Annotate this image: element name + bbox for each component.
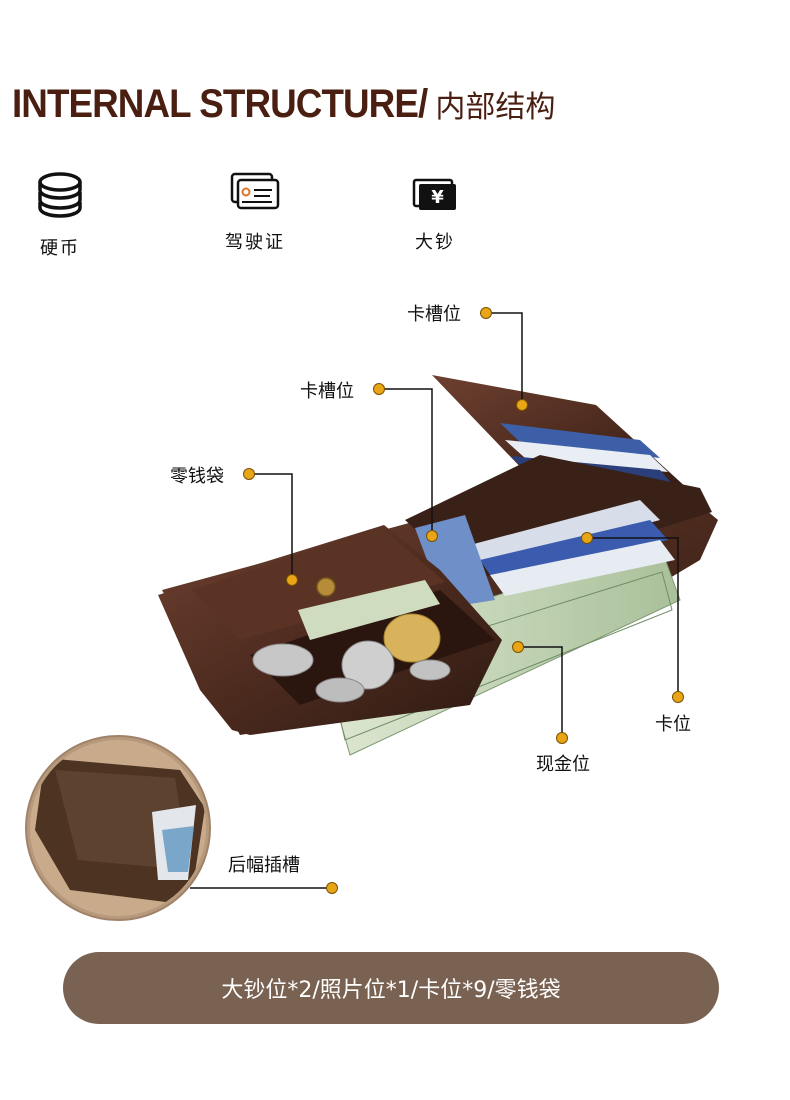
feature-label-coins: 硬币: [40, 238, 80, 259]
summary-banner: 大钞位*2/照片位*1/卡位*9/零钱袋: [63, 952, 719, 1024]
callout-anchor-card-slot-top: [516, 399, 528, 411]
middle-cards: [470, 500, 675, 596]
callout-dot-back-slot: [326, 882, 338, 894]
callout-anchor-cash-position: [512, 641, 524, 653]
feature-banknote: ¥ 大钞: [390, 178, 480, 254]
back-slot-inset: [25, 735, 211, 921]
title-english: INTERNAL STRUCTURE/: [12, 82, 428, 126]
callout-dot-card-slot-middle: [373, 383, 385, 395]
callout-dot-coin-pocket: [243, 468, 255, 480]
callout-dot-card-slot-top: [480, 307, 492, 319]
callout-dot-cash-position: [556, 732, 568, 744]
label-back-slot: 后幅插槽: [228, 855, 300, 876]
title-chinese: 内部结构: [435, 90, 556, 125]
feature-coins: 硬币: [15, 172, 105, 260]
callout-anchor-card-position: [581, 532, 593, 544]
coins: [252, 613, 451, 703]
feature-label-banknote: 大钞: [415, 232, 455, 253]
svg-text:¥: ¥: [431, 187, 444, 208]
page-title: INTERNAL STRUCTURE/ 内部结构: [12, 82, 555, 127]
label-cash-position: 现金位: [536, 754, 590, 775]
feature-label-driving-license: 驾驶证: [225, 232, 285, 253]
label-card-slot-top: 卡槽位: [407, 304, 461, 325]
summary-text: 大钞位*2/照片位*1/卡位*9/零钱袋: [221, 978, 561, 1003]
driving-license-icon: [230, 172, 280, 210]
label-card-position: 卡位: [655, 714, 691, 735]
coins-icon: [38, 172, 82, 218]
label-coin-pocket: 零钱袋: [170, 466, 224, 487]
feature-driving-license: 驾驶证: [210, 172, 300, 254]
label-card-slot-middle: 卡槽位: [300, 381, 354, 402]
callout-anchor-coin-pocket: [286, 574, 298, 586]
banknote-icon: ¥: [412, 178, 456, 210]
callout-anchor-card-slot-middle: [426, 530, 438, 542]
callout-dot-card-position: [672, 691, 684, 703]
